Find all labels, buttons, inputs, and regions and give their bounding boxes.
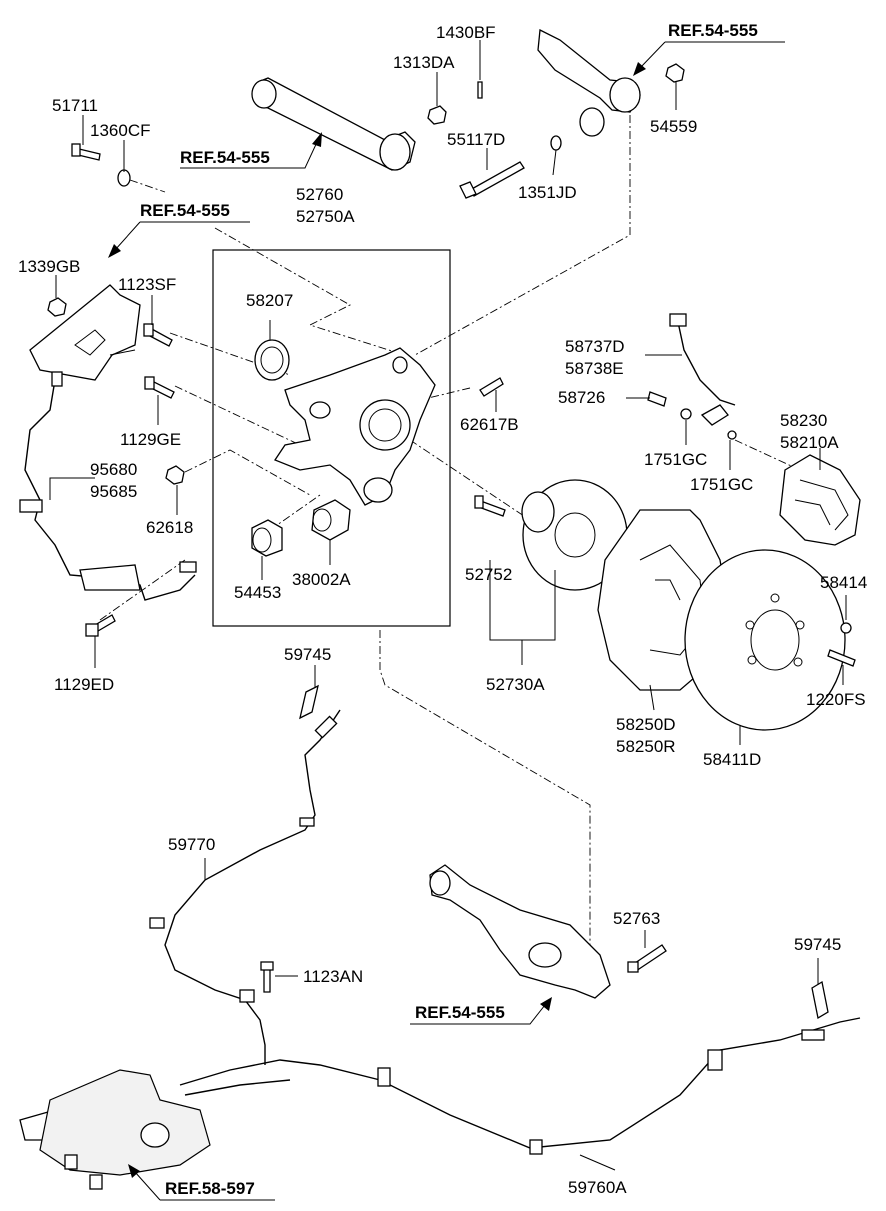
ref-arrows xyxy=(108,41,785,1201)
screw-1123AN xyxy=(260,961,274,993)
nut-62618 xyxy=(165,465,185,485)
label-58737D: 58737D xyxy=(565,337,625,356)
label-51711: 51711 xyxy=(52,96,98,115)
label-59760A: 59760A xyxy=(568,1178,627,1197)
label-58411D: 58411D xyxy=(703,750,761,769)
washer-1351JD xyxy=(550,135,562,151)
gasket-1751GC-a xyxy=(680,408,692,420)
label-58414: 58414 xyxy=(820,573,867,592)
ref-label-left: REF.54-555 xyxy=(140,201,230,220)
bolt-1123SF xyxy=(143,323,173,347)
label-1339GB: 1339GB xyxy=(18,257,80,276)
rear-knuckle xyxy=(254,339,436,506)
ref-label-top-right: REF.54-555 xyxy=(668,21,758,40)
dashed-reference-lines xyxy=(99,115,846,975)
reference-labels: REF.54-555 REF.54-555 REF.54-555 REF.54-… xyxy=(140,21,758,1198)
bolt-1129GE xyxy=(144,376,175,399)
label-1129GE: 1129GE xyxy=(120,430,181,449)
label-38002A: 38002A xyxy=(292,570,351,589)
label-58210A: 58210A xyxy=(780,433,839,452)
label-1751GC-a: 1751GC xyxy=(644,450,707,469)
bleeder-58726 xyxy=(647,391,667,407)
leader-lines xyxy=(49,40,847,1171)
bolt-52763 xyxy=(627,944,667,973)
hub-bolt-52752 xyxy=(474,495,506,517)
gasket-1751GC-b xyxy=(727,430,737,440)
label-58738E: 58738E xyxy=(565,359,624,378)
lower-control-arm xyxy=(429,864,611,999)
abs-sensor-harness xyxy=(19,371,197,601)
label-58250R: 58250R xyxy=(616,737,676,756)
bushing-54453 xyxy=(251,519,283,557)
label-1220FS: 1220FS xyxy=(806,690,866,709)
bolt-1129ED xyxy=(85,614,116,637)
bolt-1220FS xyxy=(827,649,856,667)
ref-label-upper-arm: REF.54-555 xyxy=(180,148,270,167)
nut-1339GB xyxy=(47,297,67,317)
label-1351JD: 1351JD xyxy=(518,183,577,202)
screw-58414 xyxy=(840,622,852,634)
ref-label-parking-lever: REF.58-597 xyxy=(165,1179,255,1198)
nut-1313DA xyxy=(427,105,447,125)
label-58726: 58726 xyxy=(558,388,605,407)
label-1360CF: 1360CF xyxy=(90,121,150,140)
brake-caliper xyxy=(779,454,861,546)
label-62617B: 62617B xyxy=(460,415,519,434)
nut-54559 xyxy=(665,63,685,83)
label-52730A: 52730A xyxy=(486,675,545,694)
knuckle-assembly-box xyxy=(212,249,451,627)
upper-control-arm xyxy=(251,77,416,171)
label-62618: 62618 xyxy=(146,518,193,537)
pin-1430BF xyxy=(477,81,483,99)
label-58230: 58230 xyxy=(780,411,827,430)
label-1313DA: 1313DA xyxy=(393,53,455,72)
part-labels: 1430BF 1313DA 51711 1360CF 55117D 1351JD… xyxy=(18,23,867,1197)
bolt-55117D xyxy=(459,161,525,199)
label-52750A: 52750A xyxy=(296,207,355,226)
parking-cable-59770 xyxy=(149,709,341,1065)
label-95685: 95685 xyxy=(90,482,137,501)
label-1123AN: 1123AN xyxy=(303,967,363,986)
parking-cable-59760A xyxy=(179,1017,861,1155)
bolt-51711 xyxy=(71,143,101,161)
label-58250D: 58250D xyxy=(616,715,676,734)
label-1129ED: 1129ED xyxy=(54,675,114,694)
label-1751GC-b: 1751GC xyxy=(690,475,753,494)
label-95680: 95680 xyxy=(90,460,137,479)
parking-brake-lever xyxy=(19,1069,211,1190)
label-1123SF: 1123SF xyxy=(118,275,176,294)
label-55117D: 55117D xyxy=(447,130,505,149)
washer-1360CF xyxy=(117,169,131,187)
label-1430BF: 1430BF xyxy=(436,23,496,42)
label-59770: 59770 xyxy=(168,835,215,854)
wheel-hub-assembly xyxy=(521,479,628,591)
label-54453: 54453 xyxy=(234,583,281,602)
label-52763: 52763 xyxy=(613,909,660,928)
label-54559: 54559 xyxy=(650,117,697,136)
clip-59745-a xyxy=(299,684,319,720)
label-52760: 52760 xyxy=(296,185,343,204)
bolt-62617B xyxy=(479,377,504,397)
label-58207: 58207 xyxy=(246,291,293,310)
label-59745-b: 59745 xyxy=(794,935,841,954)
bushing-38002A xyxy=(311,499,351,541)
ref-label-lower-arm: REF.54-555 xyxy=(415,1003,505,1022)
mounting-bracket-left xyxy=(29,284,141,381)
trailing-arm-upper-right xyxy=(537,28,641,137)
label-59745-a: 59745 xyxy=(284,645,331,664)
brake-hose xyxy=(669,313,736,426)
clip-59745-b xyxy=(811,980,829,1020)
label-52752: 52752 xyxy=(465,565,512,584)
brake-disc xyxy=(684,549,846,731)
